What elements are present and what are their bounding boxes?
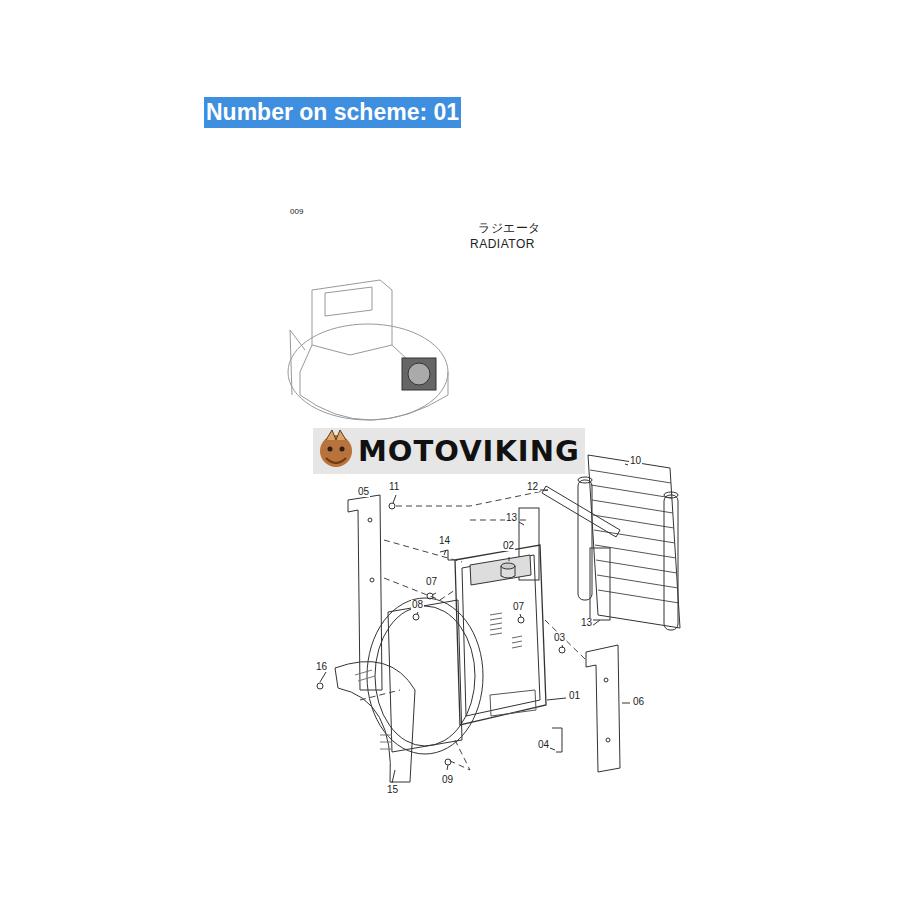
callout-number: 08 bbox=[411, 600, 424, 610]
callout-number: 10 bbox=[629, 456, 642, 466]
callout-number: 13 bbox=[505, 513, 518, 523]
scheme-number-banner: Number on scheme: 01 bbox=[204, 97, 461, 128]
callout-number: 05 bbox=[357, 487, 370, 497]
callout-number: 14 bbox=[438, 536, 451, 546]
callout-number: 01 bbox=[568, 691, 581, 701]
page-number: 009 bbox=[290, 208, 303, 216]
title-english: RADIATOR bbox=[470, 238, 535, 250]
title-japanese: ラジエータ bbox=[478, 222, 541, 234]
callout-number: 11 bbox=[388, 482, 400, 492]
callout-number: 16 bbox=[315, 662, 328, 672]
callout-number: 02 bbox=[502, 541, 515, 551]
callout-number: 15 bbox=[386, 785, 399, 795]
watermark: MOTOVIKING bbox=[358, 437, 580, 466]
callout-number: 04 bbox=[537, 740, 550, 750]
callout-number: 07 bbox=[425, 577, 438, 587]
callout-number: 06 bbox=[632, 697, 645, 707]
callout-number: 03 bbox=[553, 633, 566, 643]
callout-number: 09 bbox=[441, 775, 454, 785]
callout-number: 12 bbox=[526, 482, 539, 492]
callout-number: 13 bbox=[580, 618, 593, 628]
callout-number: 07 bbox=[512, 602, 525, 612]
